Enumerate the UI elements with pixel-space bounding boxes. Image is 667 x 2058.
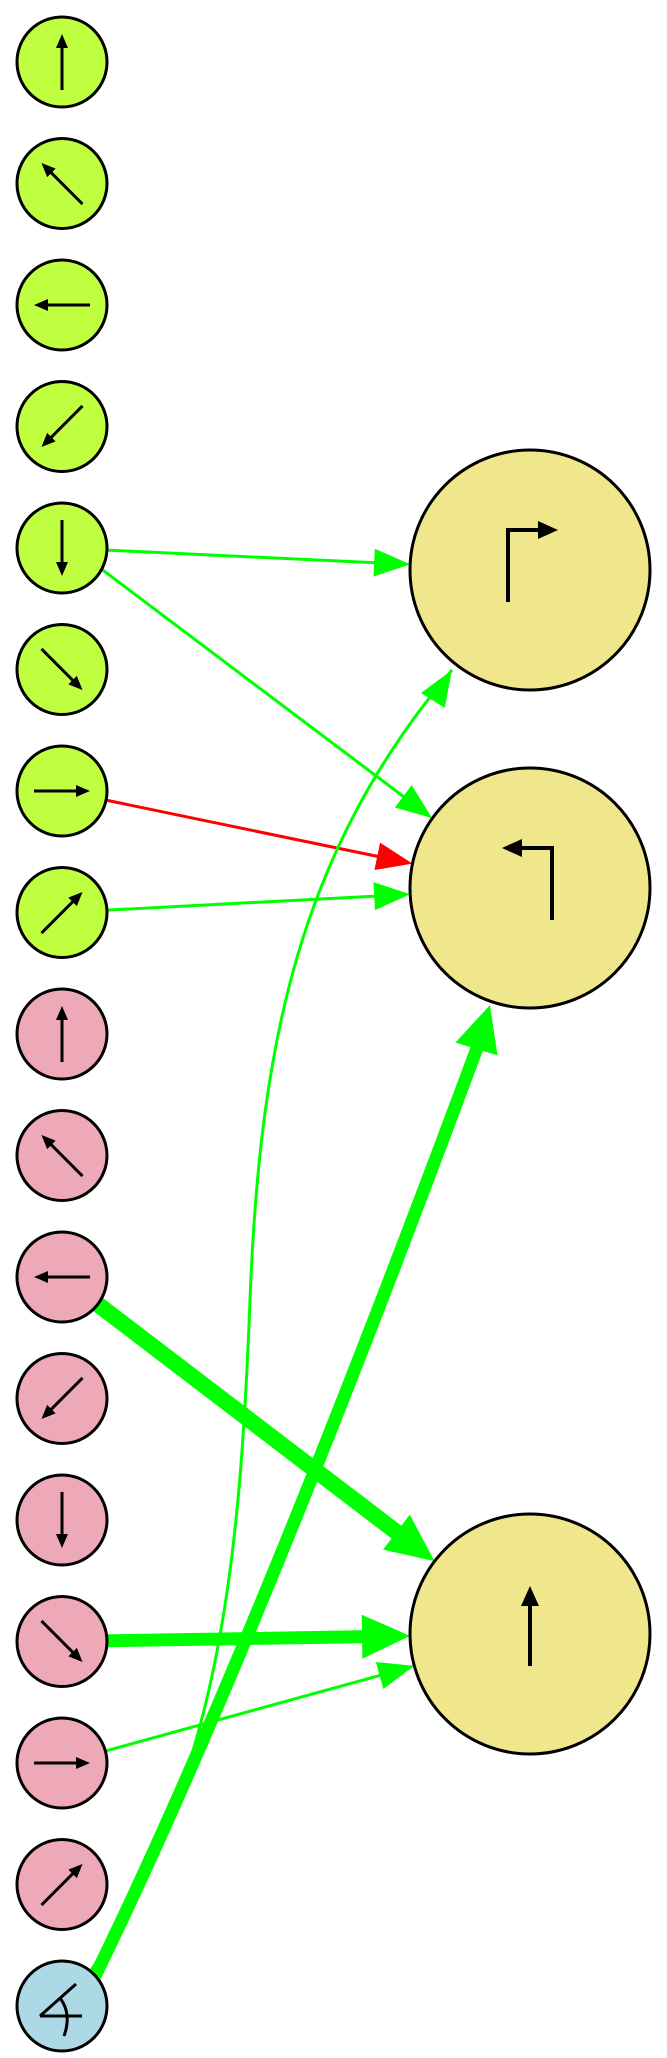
arrow-up-left-icon: [41, 162, 84, 206]
arrow-up-icon: [56, 34, 68, 90]
edge-b-angle-to-turn-right: [88, 669, 454, 1973]
output-node-turn-left: [408, 766, 652, 1010]
input-node-g-up-right: [15, 866, 109, 959]
input-node-g-down-right: [15, 623, 109, 716]
input-node-g-left: [15, 258, 109, 352]
input-node-p-down-right: [15, 1595, 109, 1688]
edge-p-down-right-to-straight: [106, 1614, 411, 1659]
output-node-straight: [408, 1512, 652, 1756]
input-node-g-down: [15, 501, 109, 595]
arrow-up-icon: [56, 1006, 68, 1062]
input-node-p-right: [15, 1716, 109, 1810]
arrow-left-icon: [34, 299, 90, 311]
edge-g-down-to-turn-right: [106, 548, 411, 577]
turn-right-icon: [506, 521, 558, 602]
input-node-g-up-left: [15, 137, 109, 230]
input-node-b-angle: [15, 1959, 109, 2053]
input-node-p-down-left: [15, 1352, 109, 1445]
input-node-p-up-right: [15, 1838, 109, 1931]
arrow-down-right-icon: [40, 1619, 83, 1663]
arrow-right-icon: [34, 785, 90, 797]
input-node-g-down-left: [15, 380, 109, 473]
edge-g-right-to-turn-left: [105, 798, 413, 871]
input-node-p-down: [15, 1473, 109, 1567]
input-node-g-up: [15, 15, 109, 109]
arrow-down-right-icon: [40, 647, 83, 691]
output-node-turn-right: [408, 448, 652, 692]
edge-p-left-to-straight: [92, 1297, 435, 1562]
input-node-p-up: [15, 987, 109, 1081]
edge-p-right-to-straight: [104, 1661, 415, 1753]
arrow-up-right-icon: [40, 1863, 83, 1907]
turn-left-icon: [502, 839, 554, 920]
arrow-down-left-icon: [41, 1376, 84, 1420]
arrow-left-icon: [34, 1271, 90, 1283]
angle-icon: [39, 1982, 82, 2037]
arrow-up-right-icon: [40, 891, 83, 935]
edge-b-angle-to-turn-left: [88, 1005, 498, 1983]
edge-g-down-to-turn-left: [99, 566, 432, 818]
arrow-down-left-icon: [41, 404, 84, 448]
arrow-down-icon: [56, 520, 68, 576]
nodes: [15, 15, 652, 2053]
edges: [88, 548, 498, 1983]
input-node-g-right: [15, 744, 109, 838]
input-node-p-up-left: [15, 1109, 109, 1202]
arrow-down-icon: [56, 1492, 68, 1548]
edge-g-up-right-to-turn-left: [106, 882, 411, 912]
arrow-up-left-icon: [41, 1134, 84, 1178]
input-node-p-left: [15, 1230, 109, 1324]
arrow-right-icon: [34, 1757, 90, 1769]
straight-arrow-icon: [521, 1586, 539, 1666]
